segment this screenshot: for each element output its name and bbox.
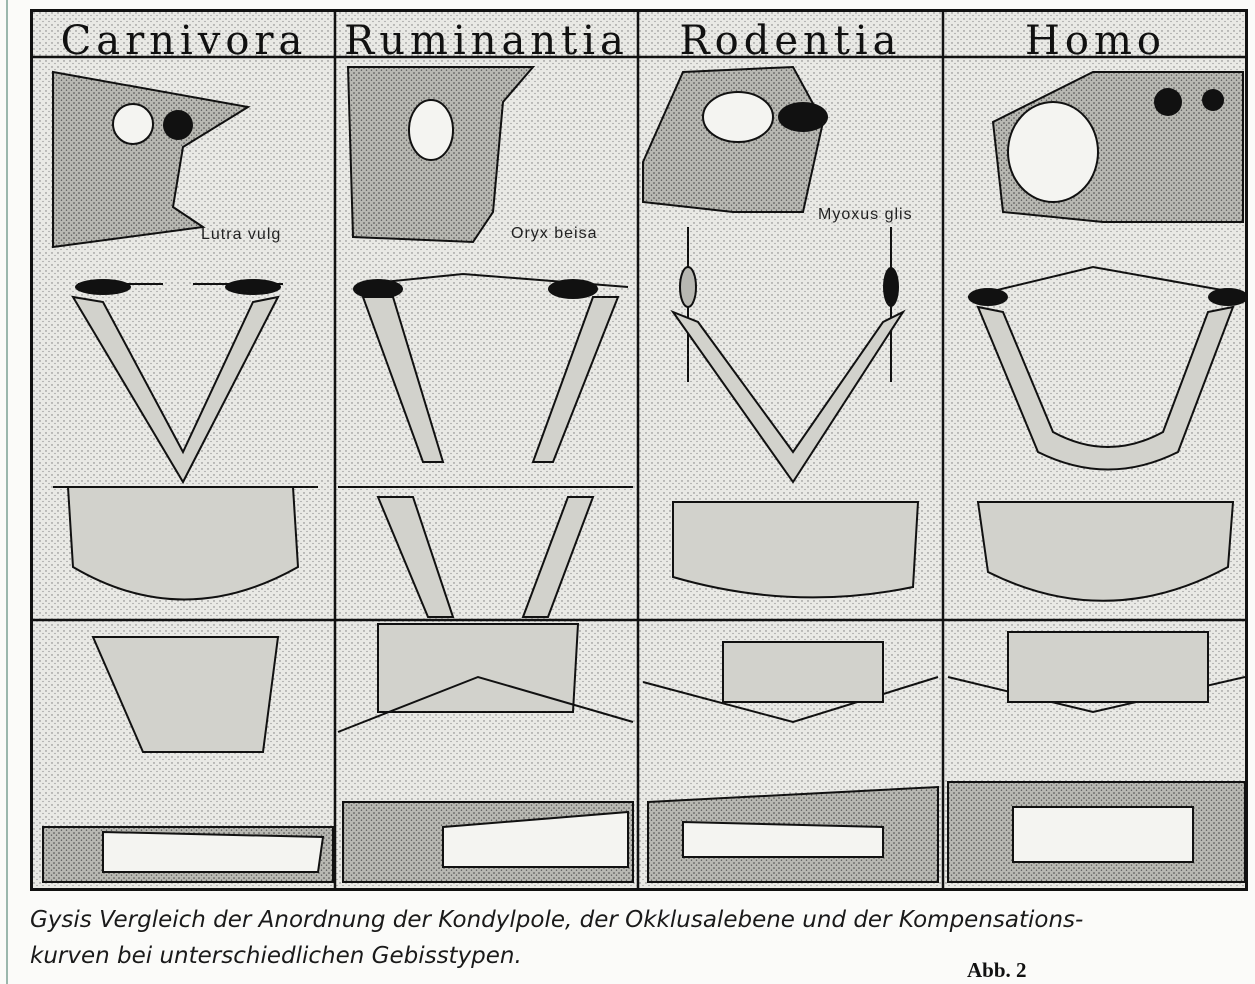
figure-number: Abb. 2: [967, 958, 1027, 983]
caption-line-1: Gysis Vergleich der Anordnung der Kondyl…: [30, 902, 1245, 938]
column-title-homo: Homo: [943, 18, 1248, 64]
figure-caption: Gysis Vergleich der Anordnung der Kondyl…: [30, 902, 1245, 974]
caption-line-2: kurven bei unterschiedlichen Gebisstypen…: [30, 938, 1245, 974]
column-title-rodentia: Rodentia: [638, 18, 943, 64]
specimen-label-ruminantia: Oryx beisa: [511, 225, 597, 243]
column-title-ruminantia: Ruminantia: [335, 18, 638, 64]
column-title-carnivora: Carnivora: [33, 18, 335, 64]
specimen-label-rodentia: Myoxus glis: [818, 206, 913, 224]
comparison-figure: Carnivora Ruminantia Rodentia Homo Lutra…: [30, 9, 1248, 891]
figure-illustration: [33, 12, 1248, 891]
scan-edge-line: [6, 0, 8, 984]
specimen-label-carnivora: Lutra vulg: [201, 226, 281, 244]
